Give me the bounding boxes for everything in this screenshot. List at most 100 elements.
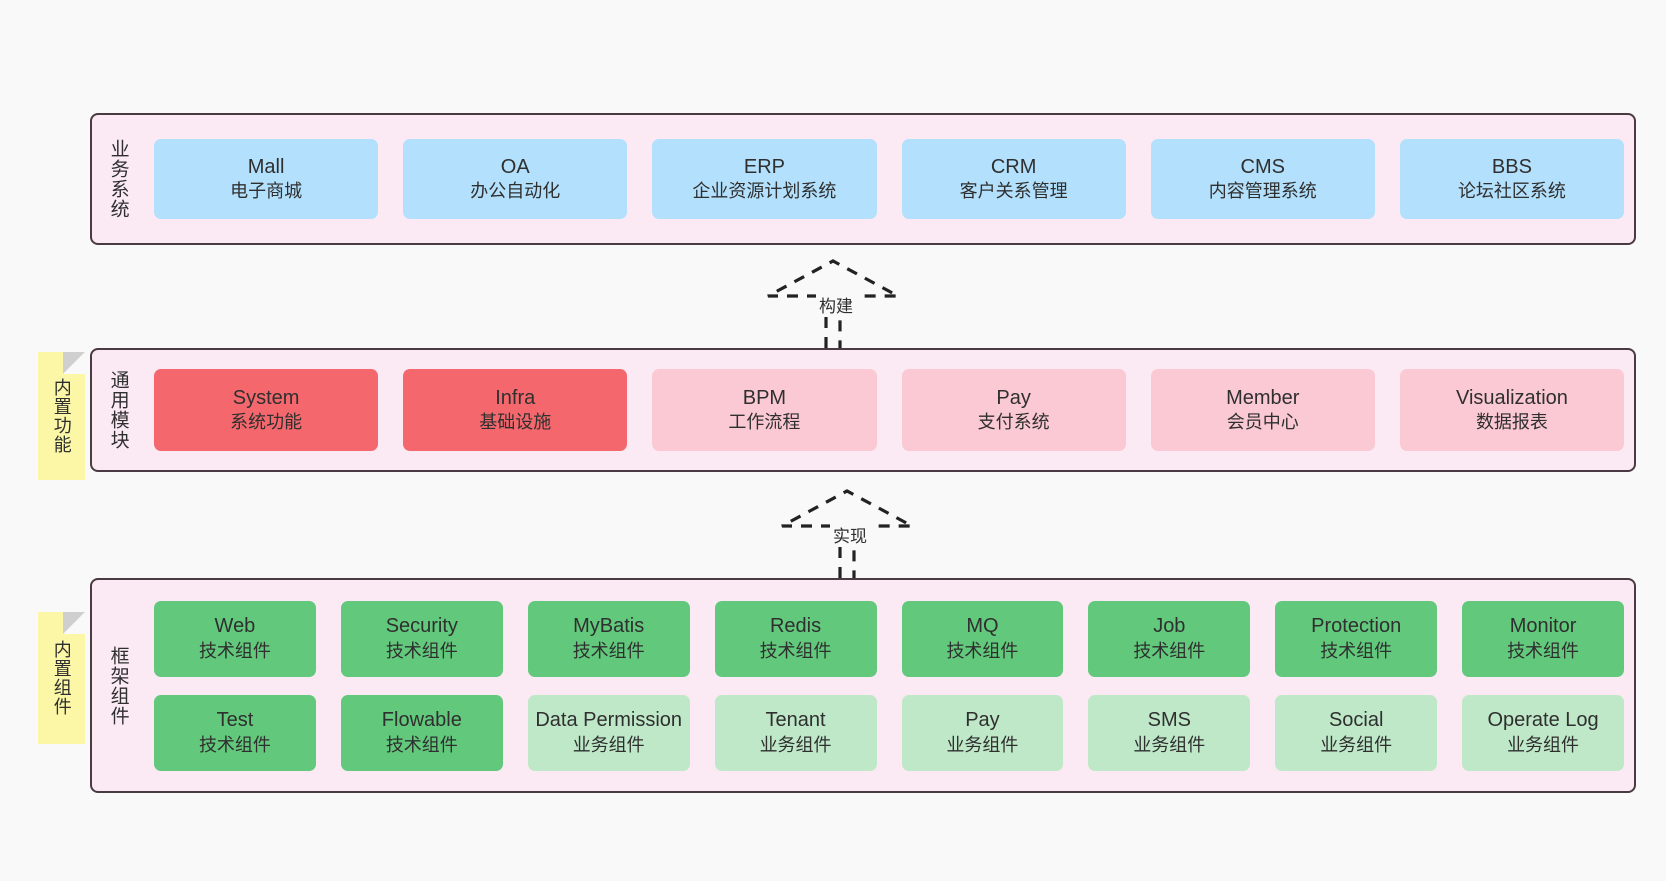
card-subtitle: 办公自动化: [470, 181, 561, 202]
card-title: Social: [1328, 709, 1384, 732]
card-subtitle: 业务组件: [759, 734, 832, 755]
card-subtitle: 内容管理系统: [1208, 181, 1317, 202]
card-title: ERP: [743, 155, 785, 178]
connector-build: 构建: [758, 258, 908, 348]
card-title: Pay: [996, 386, 1031, 409]
card-subtitle: 基础设施: [479, 412, 552, 433]
card-subtitle: 技术组件: [198, 734, 271, 755]
card-subtitle: 电子商城: [230, 181, 303, 202]
card-title: BBS: [1491, 155, 1532, 178]
card-title: Redis: [769, 615, 822, 638]
card-subtitle: 业务组件: [1320, 734, 1393, 755]
connector-build-label: 构建: [816, 292, 856, 317]
card-subtitle: 业务组件: [1133, 734, 1206, 755]
card-subtitle: 企业资源计划系统: [692, 181, 837, 202]
card-title: MyBatis: [573, 615, 645, 638]
card-subtitle: 技术组件: [1320, 640, 1393, 661]
card-system[interactable]: System 系统功能: [154, 369, 379, 451]
card-subtitle: 支付系统: [977, 412, 1050, 433]
card-title: Protection: [1311, 615, 1402, 638]
card-infra[interactable]: Infra 基础设施: [403, 369, 628, 451]
card-subtitle: 论坛社区系统: [1457, 181, 1566, 202]
card-title: Security: [385, 615, 458, 638]
card-cms[interactable]: CMS 内容管理系统: [1150, 139, 1375, 219]
card-subtitle: 业务组件: [1507, 734, 1580, 755]
card-title: CRM: [990, 155, 1037, 178]
card-title: Job: [1153, 615, 1186, 638]
card-subtitle: 业务组件: [946, 734, 1019, 755]
card-subtitle: 技术组件: [385, 640, 458, 661]
sticky-note-builtin-components-label: 内置组件: [51, 640, 72, 716]
card-bbs[interactable]: BBS 论坛社区系统: [1399, 139, 1625, 219]
card-erp[interactable]: ERP 企业资源计划系统: [652, 139, 877, 219]
card-title: Operate Log: [1487, 709, 1599, 732]
layer-framework-title: 框架组件: [107, 645, 129, 726]
sticky-note-builtin-features-label: 内置功能: [51, 378, 72, 454]
card-title: Pay: [965, 709, 1000, 732]
card-title: Tenant: [765, 709, 826, 732]
card-title: OA: [500, 155, 530, 178]
sticky-note-builtin-features: 内置功能: [38, 352, 85, 480]
card-title: Web: [214, 615, 256, 638]
implement-arrow-icon: [781, 489, 913, 578]
card-title: Infra: [495, 386, 536, 409]
card-subtitle: 客户关系管理: [959, 181, 1068, 202]
layer-business-title: 业务系统: [107, 139, 129, 219]
card-subtitle: 技术组件: [1507, 640, 1580, 661]
card-subtitle: 业务组件: [572, 734, 645, 755]
card-subtitle: 技术组件: [385, 734, 458, 755]
card-title: Monitor: [1509, 615, 1577, 638]
card-oa[interactable]: OA 办公自动化: [403, 139, 628, 219]
connector-implement-label: 实现: [830, 522, 870, 547]
card-title: Flowable: [381, 709, 462, 732]
card-title: Member: [1226, 386, 1300, 409]
card-title: Data Permission: [535, 709, 683, 732]
card-title: CMS: [1240, 155, 1285, 178]
card-title: MQ: [966, 615, 999, 638]
card-subtitle: 系统功能: [230, 412, 303, 433]
card-title: Visualization: [1455, 386, 1568, 409]
card-title: System: [232, 386, 300, 409]
connector-implement: 实现: [772, 488, 922, 578]
card-subtitle: 技术组件: [198, 640, 271, 661]
card-title: SMS: [1147, 709, 1191, 732]
sticky-note-builtin-components: 内置组件: [38, 612, 85, 744]
card-subtitle: 工作流程: [728, 412, 801, 433]
card-subtitle: 技术组件: [759, 640, 832, 661]
card-crm[interactable]: CRM 客户关系管理: [901, 139, 1126, 219]
build-arrow-icon: [767, 259, 899, 348]
card-pay[interactable]: Pay 支付系统: [901, 369, 1126, 451]
card-title: Test: [216, 709, 254, 732]
